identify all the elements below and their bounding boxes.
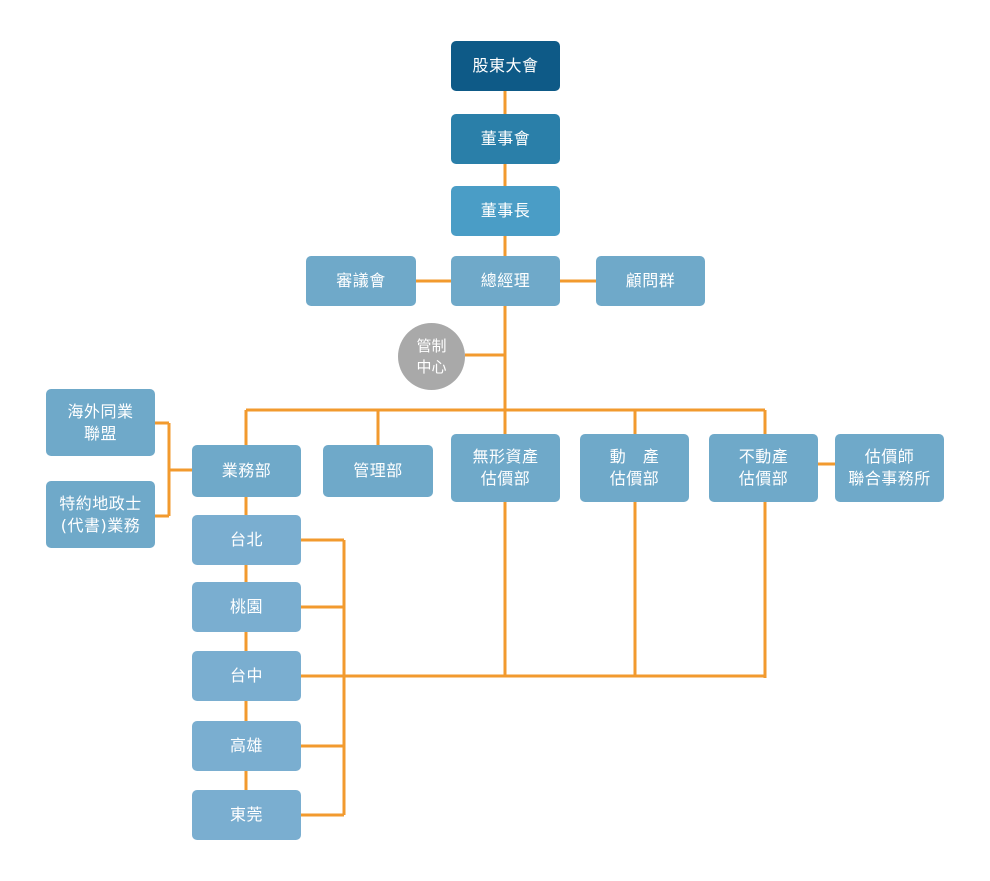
node-control-center: 管制 中心: [398, 323, 465, 390]
node-admin-dept: 管理部: [323, 445, 433, 497]
branch-taoyuan: 桃園: [192, 582, 301, 632]
node-chairman: 董事長: [451, 186, 560, 236]
node-land-agent: 特約地政士 (代書)業務: [46, 481, 155, 548]
node-movable-appraisal: 動 產 估價部: [580, 434, 689, 502]
branch-taipei: 台北: [192, 515, 301, 565]
node-review-committee: 審議會: [306, 256, 416, 306]
node-board: 董事會: [451, 114, 560, 164]
node-general-manager: 總經理: [451, 256, 560, 306]
node-overseas-alliance: 海外同業 聯盟: [46, 389, 155, 456]
node-advisors: 顧問群: [596, 256, 705, 306]
branch-dongguan: 東莞: [192, 790, 301, 840]
node-sales-dept: 業務部: [192, 445, 301, 497]
node-shareholders: 股東大會: [451, 41, 560, 91]
branch-kaohsiung: 高雄: [192, 721, 301, 771]
branch-taichung: 台中: [192, 651, 301, 701]
node-real-estate-appraisal: 不動產 估價部: [709, 434, 818, 502]
node-appraiser-firm: 估價師 聯合事務所: [835, 434, 944, 502]
node-intangible-appraisal: 無形資產 估價部: [451, 434, 560, 502]
